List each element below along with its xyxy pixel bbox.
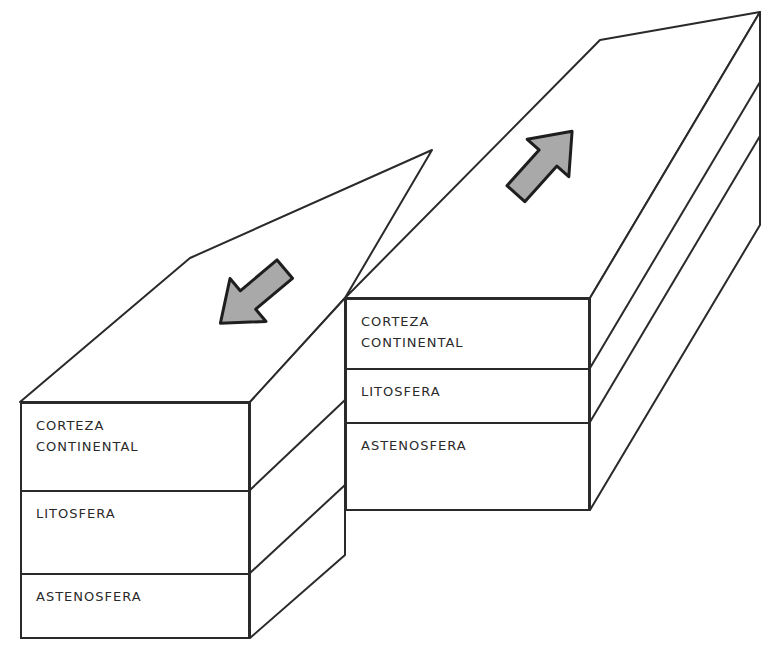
layer-band: CORTEZA CONTINENTAL [345,298,590,370]
layer-band: LITOSFERA [20,490,250,575]
layer-band: ASTENOSFERA [345,422,590,511]
layer-label: LITOSFERA [347,370,501,409]
layer-band: LITOSFERA [345,368,590,424]
layer-label: CORTEZA CONTINENTAL [347,300,501,360]
layer-band: CORTEZA CONTINENTAL [20,402,250,492]
motion-arrow-down-left [202,248,302,345]
layer-label: CORTEZA CONTINENTAL [22,404,176,464]
layer-label: ASTENOSFERA [347,424,501,463]
left-side-layer-line [250,400,345,490]
motion-arrow-up-right [495,113,593,213]
left-block-side [250,298,345,638]
right-side-layer-line [590,82,760,368]
layer-label: ASTENOSFERA [22,575,176,614]
right-block-side [590,12,760,510]
layer-band: ASTENOSFERA [20,573,250,639]
left-side-layer-line [250,485,345,573]
layer-label: LITOSFERA [22,492,176,531]
right-side-layer-line [590,136,760,422]
